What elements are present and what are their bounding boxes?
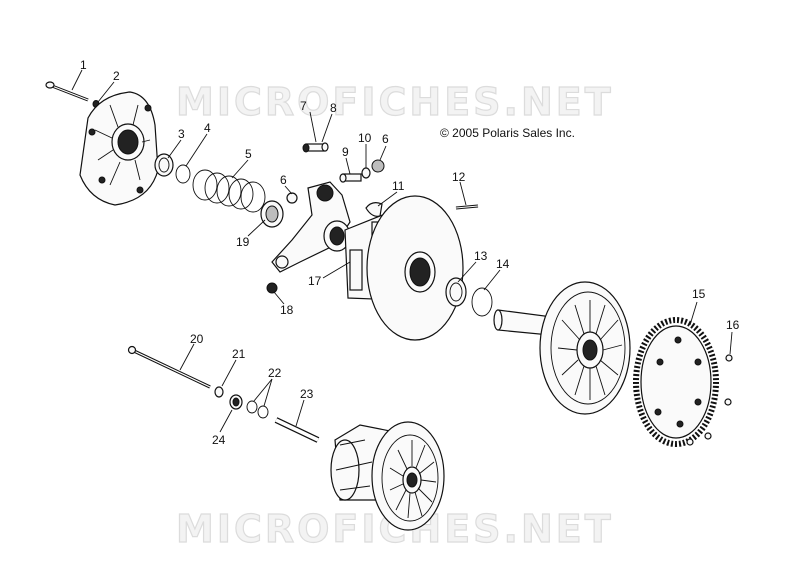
part-9-pin bbox=[339, 173, 362, 183]
callout-9: 9 bbox=[342, 145, 349, 159]
part-23-pin bbox=[274, 417, 320, 443]
callout-13: 13 bbox=[474, 249, 488, 263]
callout-22: 22 bbox=[268, 366, 282, 380]
callout-14: 14 bbox=[496, 257, 510, 271]
movable-sheave bbox=[344, 195, 464, 341]
part-21-washer bbox=[214, 386, 224, 398]
callout-10: 10 bbox=[358, 131, 372, 145]
callout-numbers: 1 2 3 4 5 6 7 8 9 10 6 11 12 13 14 15 16… bbox=[80, 58, 740, 447]
watermark-top: MICROFICHES.NET bbox=[176, 80, 614, 124]
part-10-washer bbox=[361, 167, 371, 179]
part-13-bushing bbox=[445, 277, 467, 307]
callout-3: 3 bbox=[178, 127, 185, 141]
part-20-bolt bbox=[127, 345, 211, 389]
callout-17: 17 bbox=[308, 274, 322, 288]
part-4-ring bbox=[175, 164, 191, 184]
part-24-spacer bbox=[229, 394, 243, 410]
callout-20: 20 bbox=[190, 332, 204, 346]
callout-8: 8 bbox=[330, 101, 337, 115]
callout-24: 24 bbox=[212, 433, 226, 447]
part-19-bushing bbox=[260, 200, 284, 228]
callout-5: 5 bbox=[245, 147, 252, 161]
part-18-nut bbox=[266, 282, 278, 294]
callout-16: 16 bbox=[726, 318, 740, 332]
copyright-text: © 2005 Polaris Sales Inc. bbox=[440, 126, 575, 140]
secondary-clutch-assembly bbox=[330, 421, 445, 531]
callout-12: 12 bbox=[452, 170, 466, 184]
callout-18: 18 bbox=[280, 303, 294, 317]
callout-2: 2 bbox=[113, 69, 120, 83]
part-14-ring bbox=[471, 287, 493, 317]
callout-6-lower: 6 bbox=[280, 173, 287, 187]
part-11-clip bbox=[365, 202, 383, 217]
callout-11: 11 bbox=[392, 179, 405, 193]
callout-15: 15 bbox=[692, 287, 706, 301]
part-3-bushing bbox=[154, 153, 174, 177]
cover-plate bbox=[79, 91, 159, 206]
part-12-bolt bbox=[455, 204, 479, 210]
callout-21: 21 bbox=[232, 347, 246, 361]
callout-6-upper: 6 bbox=[382, 132, 389, 146]
part-6-roller-upper bbox=[371, 159, 385, 173]
part-16-bolts bbox=[686, 354, 733, 446]
callout-19: 19 bbox=[236, 235, 250, 249]
callout-7: 7 bbox=[300, 99, 307, 113]
part-15-ring-gear bbox=[633, 317, 719, 447]
part-5-spring bbox=[192, 169, 266, 213]
part-1-bolt bbox=[45, 81, 89, 102]
callout-4: 4 bbox=[204, 121, 211, 135]
part-6-roller-lower bbox=[286, 192, 298, 204]
callout-1: 1 bbox=[80, 58, 87, 72]
spider-arm bbox=[271, 181, 351, 273]
callout-23: 23 bbox=[300, 387, 314, 401]
part-7-8-pins bbox=[302, 142, 329, 153]
leader-lines bbox=[71, 69, 733, 433]
part-22-rings bbox=[246, 400, 269, 419]
fixed-sheave bbox=[493, 281, 631, 415]
